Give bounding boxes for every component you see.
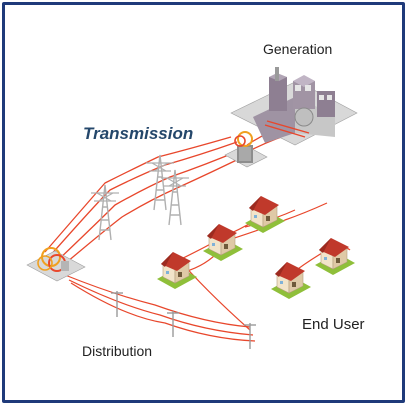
substation-icon	[26, 247, 86, 282]
end-user-label: End User	[302, 316, 365, 333]
house-icon	[156, 195, 356, 300]
generation-label: Generation	[263, 41, 333, 57]
transmission-label: Transmission	[83, 124, 194, 143]
distribution-label: Distribution	[82, 343, 153, 359]
power-grid-illustration	[26, 67, 358, 350]
power-plant-icon	[230, 67, 358, 146]
utility-pole-icon	[110, 290, 257, 350]
transformer-icon	[224, 131, 268, 168]
transmission-tower-icon	[90, 154, 190, 241]
